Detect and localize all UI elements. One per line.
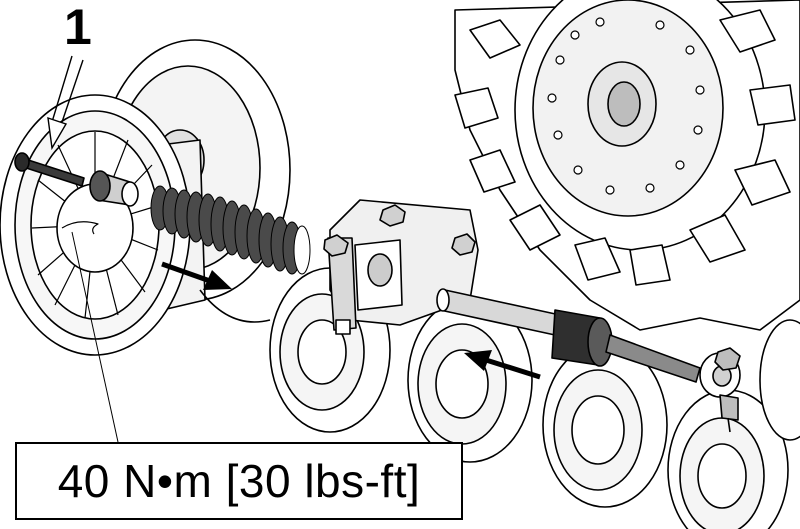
spacer-bushing — [89, 170, 139, 207]
arrow-spring-direction — [161, 261, 232, 290]
callout-number: 1 — [64, 0, 92, 55]
torque-spec-label: 40 N•m [30 lbs-ft] — [57, 455, 421, 507]
torque-leader-line — [71, 231, 119, 443]
drive-sprocket — [454, 0, 800, 331]
bogie-wheel-5 — [759, 319, 800, 441]
arrow-shock-direction — [464, 350, 541, 380]
axle-bolt — [14, 152, 85, 187]
bogie-wheel-2 — [407, 297, 533, 463]
callout-arrow — [47, 55, 84, 151]
torque-spec-box: 40 N•m [30 lbs-ft] — [15, 442, 463, 520]
bogie-wheel-3 — [542, 342, 668, 508]
tension-spring — [150, 185, 311, 275]
shock-absorber — [436, 288, 741, 433]
